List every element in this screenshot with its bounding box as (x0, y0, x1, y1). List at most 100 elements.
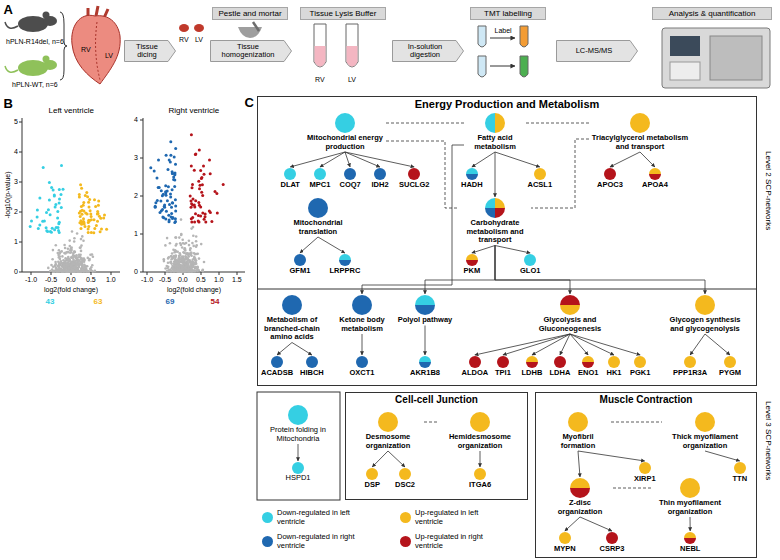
data-point (75, 257, 78, 260)
data-point (181, 269, 184, 272)
data-point (193, 270, 196, 273)
axis-tick: 1 (14, 238, 18, 246)
data-point (93, 227, 96, 230)
pathway-name: Desmosome organization (353, 433, 423, 450)
circle-part (568, 412, 588, 432)
status-circle (524, 254, 536, 266)
data-point (173, 221, 176, 224)
pathway-node: Mitochondrial energy production (305, 113, 385, 151)
axis-tick: 4 (134, 116, 138, 124)
region-label: LV (195, 36, 203, 44)
connector (495, 152, 540, 167)
connector (495, 246, 570, 295)
data-point (214, 190, 217, 193)
data-point (168, 219, 171, 222)
pathway-node: Fatty acid metabolism (465, 113, 525, 151)
axis-tick: 0.0 (66, 276, 76, 284)
pathway-node: Thin myofilament organization (654, 478, 726, 516)
data-point (188, 240, 191, 243)
data-point (164, 217, 167, 220)
data-point (184, 256, 187, 259)
data-point (52, 270, 55, 273)
status-circle (634, 356, 646, 368)
data-point (199, 215, 202, 218)
data-point (82, 221, 85, 224)
data-point (59, 255, 62, 258)
status-circle (306, 356, 318, 368)
protein-node: HIBCH (299, 356, 325, 378)
data-point (184, 266, 187, 269)
data-point (74, 260, 77, 263)
data-point (45, 226, 48, 229)
data-point (61, 268, 64, 271)
circle-part (470, 412, 490, 432)
data-point (185, 242, 188, 245)
connector (495, 246, 705, 295)
pathway-node: Desmosome organization (353, 412, 423, 450)
plot-title: Left ventricle (49, 106, 94, 115)
protein-node: SUCLG2 (398, 168, 430, 190)
data-point (189, 249, 192, 252)
circle-part (495, 208, 505, 218)
plot-axes (143, 118, 245, 272)
circle-part (639, 462, 651, 474)
status-circle (469, 356, 481, 368)
status-circle (378, 412, 398, 432)
protein-name: IDH2 (372, 181, 389, 190)
data-point (191, 242, 194, 245)
data-point (154, 206, 157, 209)
data-point (165, 154, 168, 157)
data-point (59, 252, 62, 255)
protein-name: MYPN (554, 545, 576, 554)
pathway-name: Thick myofilament organization (663, 433, 747, 450)
panel-letter: C (245, 96, 254, 111)
data-point (180, 218, 183, 221)
region-label: RV (81, 46, 91, 54)
data-point (76, 257, 79, 260)
data-point (92, 231, 95, 234)
circle-part (292, 462, 304, 474)
protein-name: COQ7 (340, 181, 361, 190)
tissue-piece (179, 24, 189, 32)
data-point (203, 173, 206, 176)
protein-node: OXCT1 (349, 356, 376, 378)
step-header: Tissue Lysis Buffer (300, 7, 386, 20)
data-point (180, 268, 183, 271)
data-point (183, 270, 186, 273)
data-point (154, 205, 157, 208)
data-point (30, 220, 33, 223)
data-point (197, 201, 200, 204)
circle-part (466, 174, 478, 180)
tube (520, 26, 528, 47)
section-title: Cell-cell Junction (346, 394, 527, 405)
status-circle (339, 254, 351, 266)
data-point (180, 244, 183, 247)
protein-name: HIBCH (300, 369, 324, 378)
data-point (165, 194, 168, 197)
legend-text: Up-regulated in right ventricle (415, 532, 499, 550)
circle-part (524, 254, 536, 266)
data-point (66, 270, 69, 273)
data-point (93, 198, 96, 201)
tube (478, 56, 486, 77)
pathway-node: Ketone body metabolism (334, 295, 390, 333)
data-point (58, 201, 61, 204)
protein-node: XIRP1 (633, 462, 657, 484)
data-point (194, 269, 197, 272)
data-point (68, 239, 71, 242)
section-box: Muscle ContractionMyofibril formationThi… (535, 392, 757, 558)
protein-name: MPC1 (310, 181, 331, 190)
protein-name: GLO1 (520, 267, 540, 276)
data-point (180, 269, 183, 272)
step-note: Label (495, 27, 512, 35)
pathway-node: Myofibril formation (546, 412, 610, 450)
data-point (193, 169, 196, 172)
status-circle (408, 168, 420, 180)
data-point (163, 258, 166, 261)
data-point (49, 213, 52, 216)
panel-letter: B (4, 97, 13, 112)
data-point (79, 247, 82, 250)
data-point (177, 270, 180, 273)
data-point (173, 185, 176, 188)
data-point (164, 244, 167, 247)
